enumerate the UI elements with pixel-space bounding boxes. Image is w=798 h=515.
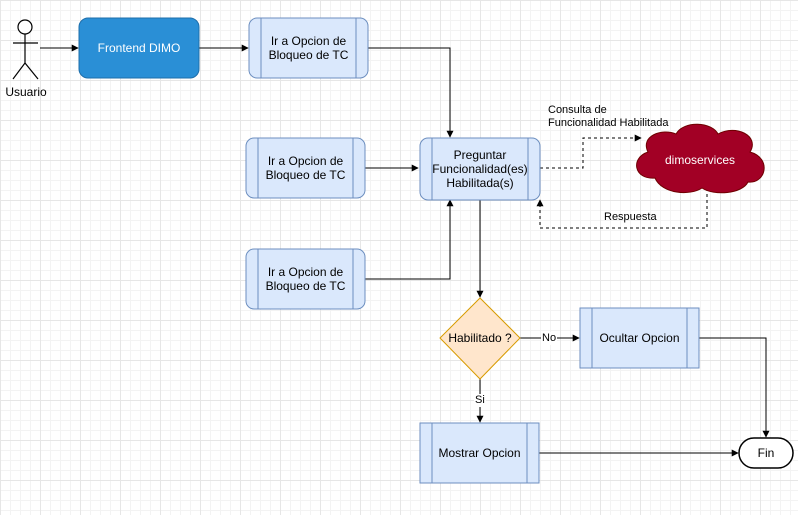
opcion-mid-node[interactable] [245, 137, 366, 199]
si-edge-label: Si [474, 394, 486, 407]
edge-ocultar-fin[interactable] [699, 337, 770, 438]
frontend-dimo-node[interactable] [78, 17, 200, 79]
fin-terminator[interactable] [738, 437, 794, 469]
mostrar-opcion-node[interactable] [419, 422, 540, 484]
ocultar-opcion-node[interactable] [579, 307, 700, 369]
preguntar-node[interactable] [419, 137, 541, 201]
edge-opcion-bot-preguntar[interactable] [365, 199, 454, 280]
usuario-actor[interactable] [12, 19, 39, 80]
edge-respuesta[interactable] [536, 188, 708, 229]
respuesta-edge-label: Respuesta [604, 211, 657, 223]
opcion-top-node[interactable] [248, 17, 369, 79]
dimoservices-cloud[interactable] [636, 123, 765, 194]
habilitado-decision[interactable] [439, 297, 521, 380]
no-edge-label: No [541, 332, 558, 345]
opcion-bot-node[interactable] [245, 248, 366, 310]
edge-opcion-top-preguntar[interactable] [368, 47, 454, 138]
consulta-edge-label: Consulta de Funcionalidad Habilitada [548, 104, 669, 129]
edge-consulta[interactable] [540, 134, 642, 169]
